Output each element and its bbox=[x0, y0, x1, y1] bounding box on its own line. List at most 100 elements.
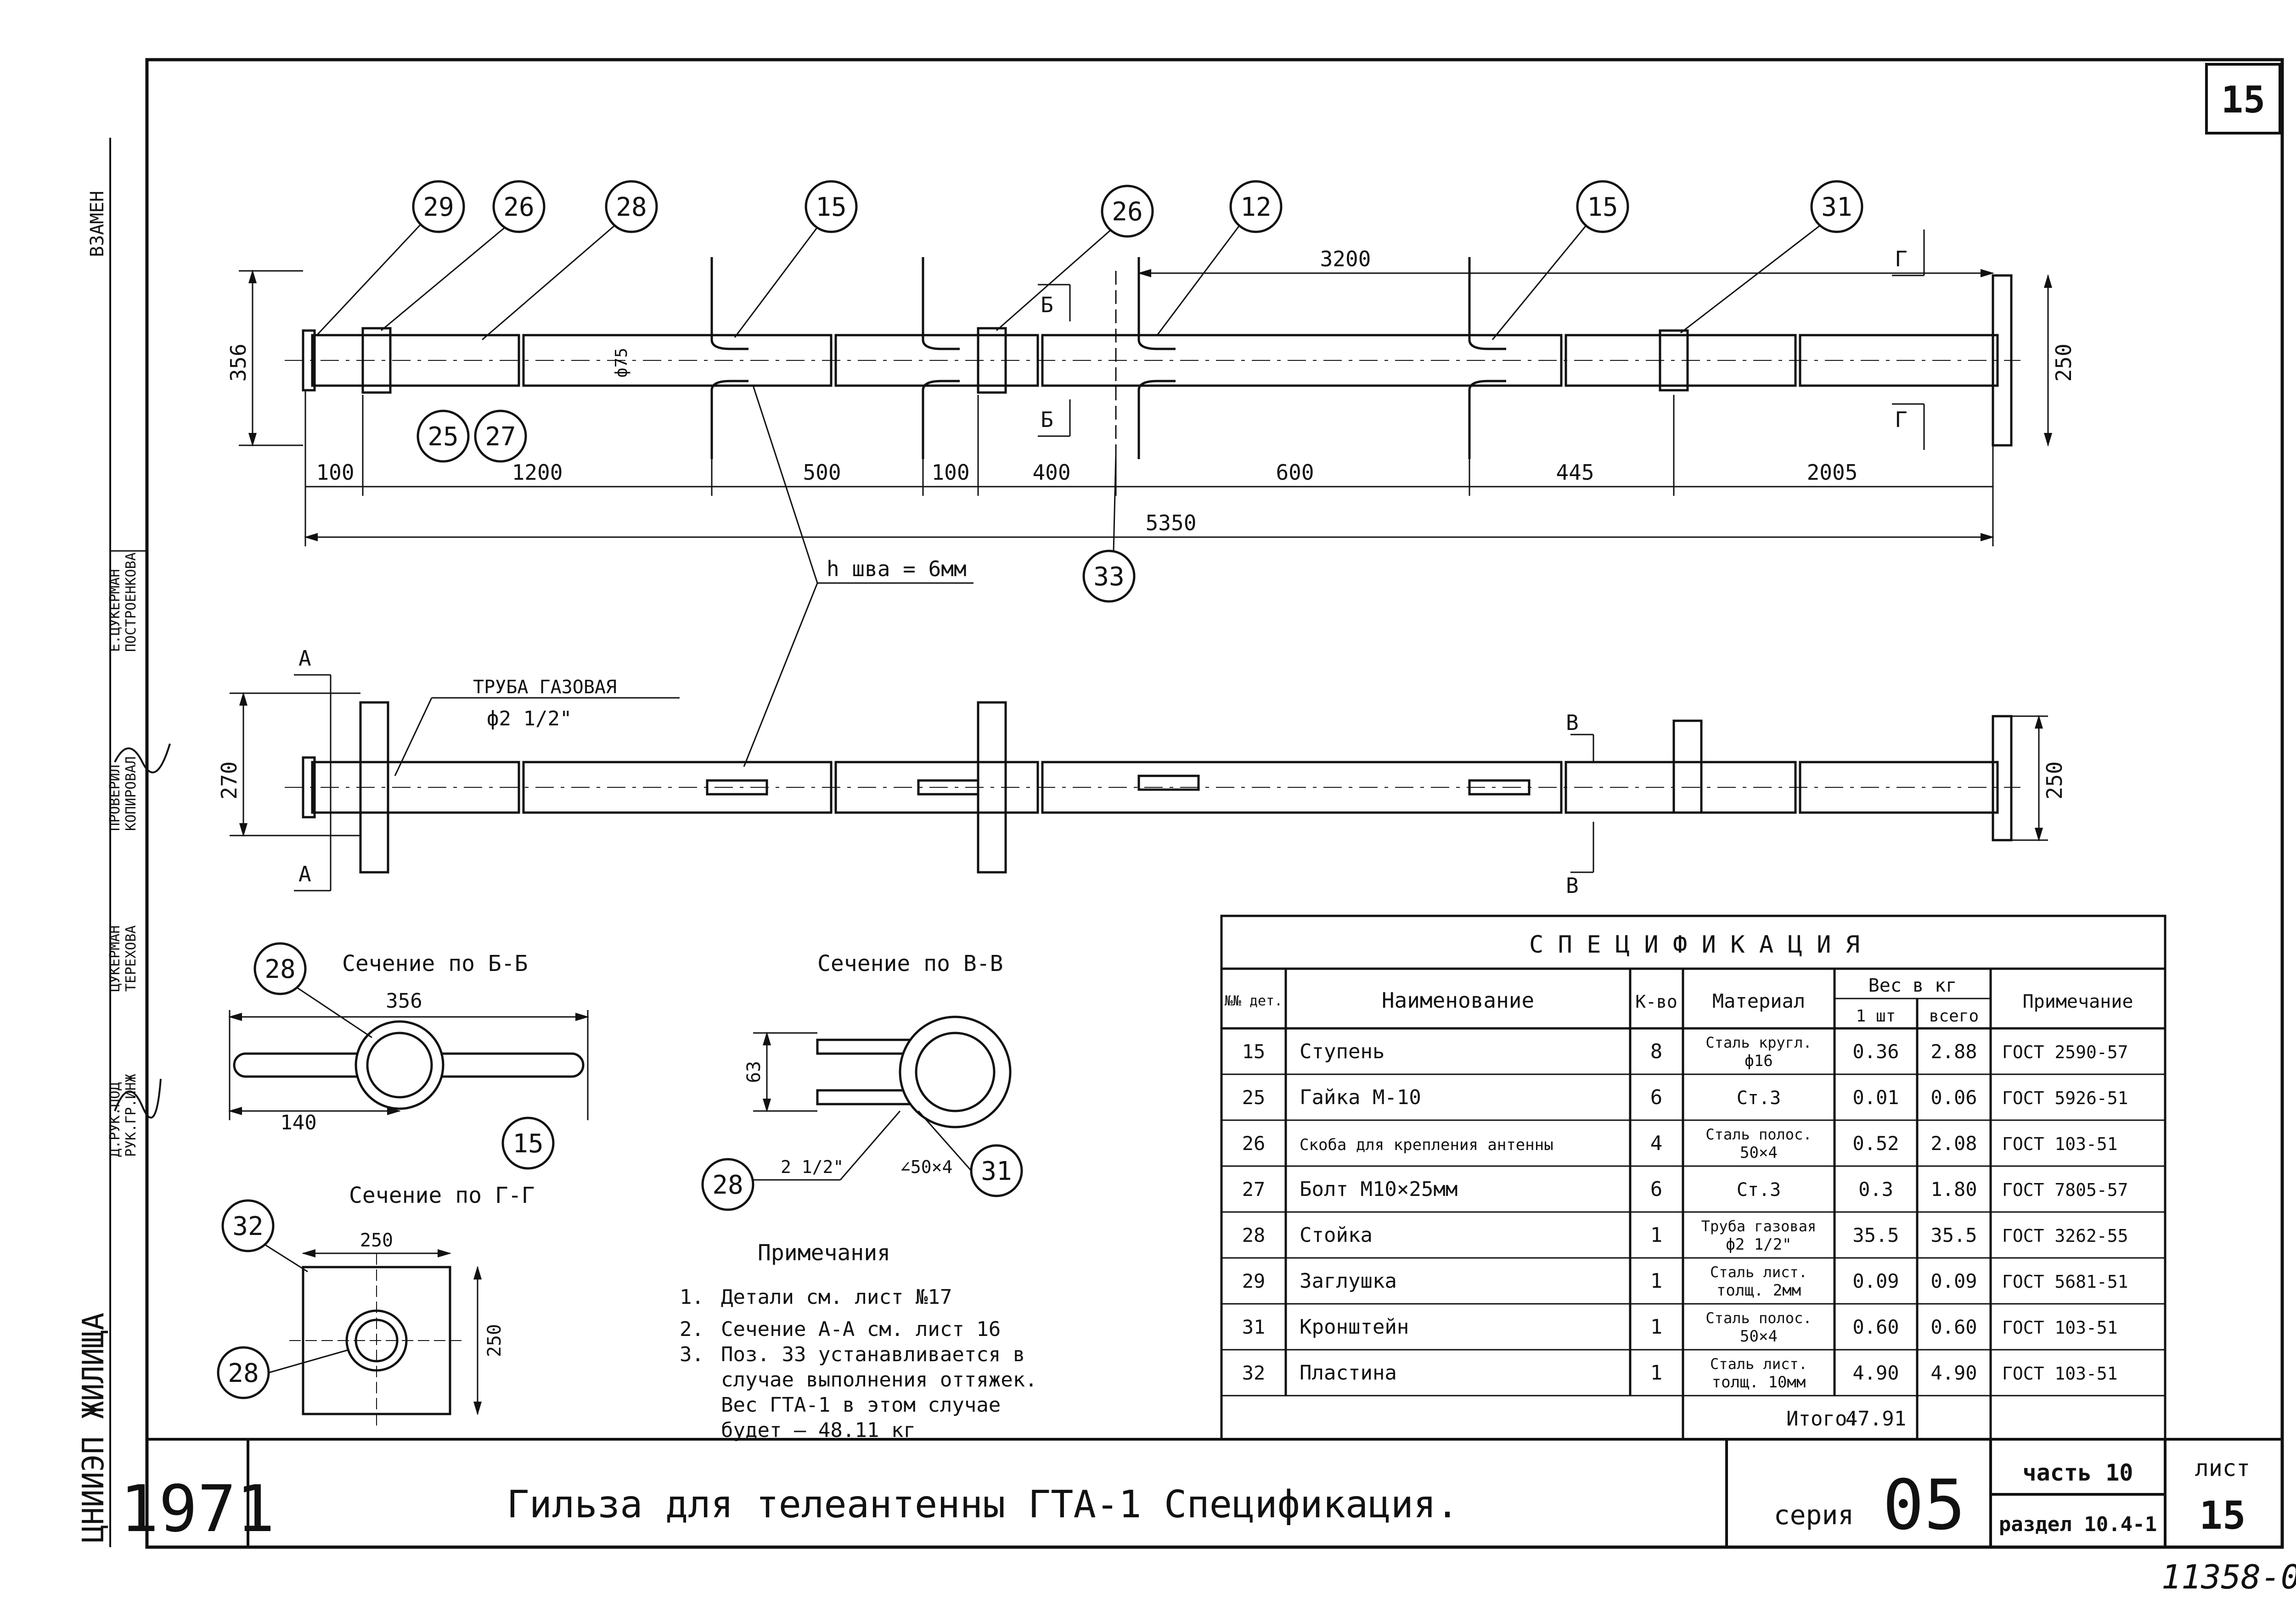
section-mark: В bbox=[1566, 873, 1579, 898]
dim-bottom: 100 bbox=[931, 460, 969, 485]
dim-bottom: 2005 bbox=[1807, 460, 1858, 485]
spec-cell-note: ГОСТ 7805-57 bbox=[2002, 1180, 2128, 1200]
signature bbox=[114, 743, 171, 774]
section-mark: Г bbox=[1895, 247, 1908, 271]
stamp-label: ЦУКЕРМАН bbox=[107, 926, 123, 992]
spec-cell-w1: 0.01 bbox=[1852, 1086, 1899, 1109]
left-stamp: ЦНИИЭП ЖИЛИЩА ВЗАМЕН Д.РУК.ПОД РУК.ГР.ИН… bbox=[77, 191, 139, 1543]
spec-cell-num: 31 bbox=[1242, 1316, 1266, 1338]
section-mark: Г bbox=[1895, 407, 1908, 432]
note-line: Детали см. лист №17 bbox=[721, 1285, 952, 1309]
notes-title: Примечания bbox=[758, 1240, 890, 1266]
dim-height-right: 250 bbox=[2051, 343, 2076, 382]
spec-cell-num: 15 bbox=[1242, 1040, 1266, 1063]
spec-cell-note: ГОСТ 5926-51 bbox=[2002, 1088, 2128, 1108]
stamp-label: КОПИРОВАЛ bbox=[123, 756, 139, 831]
spec-cell-wall: 0.09 bbox=[1930, 1270, 1977, 1292]
col-header-material: Материал bbox=[1712, 990, 1805, 1012]
spec-cell-material: Труба газовая bbox=[1701, 1218, 1816, 1235]
stamp-label: Е.ЦУКЕРМАН bbox=[107, 569, 123, 652]
dim-height-left: 356 bbox=[226, 343, 251, 382]
spec-cell-qty: 6 bbox=[1650, 1178, 1663, 1201]
spec-cell-note: ГОСТ 2590-57 bbox=[2002, 1042, 2128, 1062]
label-strip: ∠50×4 bbox=[900, 1157, 952, 1177]
section: раздел 10.4-1 bbox=[1999, 1513, 2157, 1536]
sheet-value: 15 bbox=[2199, 1493, 2245, 1538]
col-header-wall: всего bbox=[1929, 1007, 1979, 1026]
series-value: 05 bbox=[1883, 1465, 1966, 1545]
spec-cell-num: 29 bbox=[1242, 1270, 1266, 1292]
spec-cell-name: Болт М10×25мм bbox=[1300, 1178, 1458, 1201]
spec-cell-note: ГОСТ 3262-55 bbox=[2002, 1226, 2128, 1246]
total-label: Итого: bbox=[1786, 1407, 1859, 1431]
year: 1971 bbox=[120, 1472, 275, 1547]
stamp-label: ПРОВЕРИЛ bbox=[107, 765, 123, 831]
spec-cell-wall: 2.88 bbox=[1930, 1040, 1977, 1063]
spec-cell-note: ГОСТ 5681-51 bbox=[2002, 1272, 2128, 1292]
spec-cell-w1: 0.60 bbox=[1852, 1316, 1899, 1338]
col-header-name: Наименование bbox=[1382, 988, 1534, 1013]
spec-cell-material: Сталь полос. bbox=[1705, 1309, 1812, 1327]
dim-bottom: 1200 bbox=[512, 460, 563, 485]
drawing-title: Гильза для телеантенны ГТА-1 Спецификаци… bbox=[506, 1483, 1458, 1526]
section-title: Сечение по В-В bbox=[817, 951, 1003, 976]
callout-number: 33 bbox=[1093, 562, 1124, 592]
spec-cell-material: Ст.3 bbox=[1737, 1088, 1781, 1109]
spec-cell-note: ГОСТ 103-51 bbox=[2002, 1318, 2118, 1338]
dim-width: 356 bbox=[386, 989, 422, 1013]
spec-cell-name: Пластина bbox=[1300, 1361, 1397, 1385]
col-header-weight: Вес в кг bbox=[1868, 975, 1957, 996]
section-title: Сечение по Г-Г bbox=[349, 1183, 535, 1208]
section-gg bbox=[217, 1199, 482, 1428]
spec-cell-name: Скоба для крепления антенны bbox=[1300, 1136, 1553, 1154]
callout-number: 28 bbox=[712, 1170, 743, 1200]
dim-top: 3200 bbox=[1320, 247, 1371, 271]
spec-cell-qty: 1 bbox=[1650, 1223, 1663, 1247]
section-gg-texts: Сечение по Г-Г 32 28 250 250 bbox=[228, 1183, 535, 1388]
spec-cell-w1: 0.36 bbox=[1852, 1040, 1899, 1063]
dim-height: 63 bbox=[743, 1061, 765, 1083]
callout-number: 28 bbox=[264, 954, 295, 984]
spec-cell-material: ф16 bbox=[1745, 1052, 1773, 1070]
spec-cell-material: 50×4 bbox=[1740, 1327, 1778, 1346]
col-header-w1: 1 шт bbox=[1856, 1007, 1896, 1026]
callout-number: 31 bbox=[1821, 192, 1852, 222]
note-number: 3. bbox=[680, 1343, 704, 1366]
spec-cell-wall: 2.08 bbox=[1930, 1132, 1977, 1155]
spec-cell-note: ГОСТ 103-51 bbox=[2002, 1134, 2118, 1154]
spec-cell-material: Сталь лист. bbox=[1710, 1355, 1807, 1373]
dim-bottom: 445 bbox=[1556, 460, 1594, 485]
weld-note bbox=[743, 385, 974, 767]
spec-total: Итого: 47.91 bbox=[1786, 1407, 1906, 1431]
spec-cell-w1: 0.3 bbox=[1858, 1178, 1893, 1201]
section-vv bbox=[701, 1016, 1023, 1211]
spec-cell-qty: 4 bbox=[1650, 1132, 1663, 1155]
spec-table bbox=[1220, 915, 2167, 1441]
main-callout-leaders bbox=[316, 224, 1821, 551]
spec-cell-material: ф2 1/2" bbox=[1726, 1235, 1791, 1254]
section-title: Сечение по Б-Б bbox=[342, 951, 528, 976]
dim-width: 250 bbox=[360, 1230, 393, 1251]
callout-number: 32 bbox=[232, 1212, 263, 1241]
callout-number: 15 bbox=[1587, 192, 1618, 222]
spec-cell-qty: 1 bbox=[1650, 1361, 1663, 1385]
spec-cell-material: толщ. 2мм bbox=[1716, 1281, 1801, 1300]
note-line: Вес ГТА-1 в этом случае bbox=[721, 1393, 1001, 1417]
spec-cell-material: 50×4 bbox=[1740, 1144, 1778, 1162]
weld-note-text: h шва = 6мм bbox=[827, 556, 967, 581]
spec-cell-material: Ст.3 bbox=[1737, 1179, 1781, 1201]
spec-cell-name: Стойка bbox=[1300, 1223, 1373, 1247]
section-vv-texts: Сечение по В-В 63 28 31 2 1/2" ∠50×4 bbox=[712, 951, 1012, 1200]
bottom-view bbox=[285, 701, 2020, 874]
callout-number: 12 bbox=[1240, 192, 1271, 222]
label-pipe: 2 1/2" bbox=[781, 1157, 844, 1177]
title-block bbox=[147, 1438, 2282, 1547]
dim-pipe: ф75 bbox=[612, 348, 631, 377]
main-dim-texts: 3200 100 1200 500 100 400 600 445 2005 5… bbox=[226, 247, 2076, 535]
spec-cell-material: толщ. 10мм bbox=[1712, 1373, 1806, 1392]
outer-frame bbox=[145, 58, 2284, 1549]
stamp-label: ВЗАМЕН bbox=[87, 191, 108, 258]
section-mark: Б bbox=[1041, 292, 1053, 317]
note-number: 1. bbox=[680, 1285, 704, 1309]
spec-cell-w1: 0.52 bbox=[1852, 1132, 1899, 1155]
